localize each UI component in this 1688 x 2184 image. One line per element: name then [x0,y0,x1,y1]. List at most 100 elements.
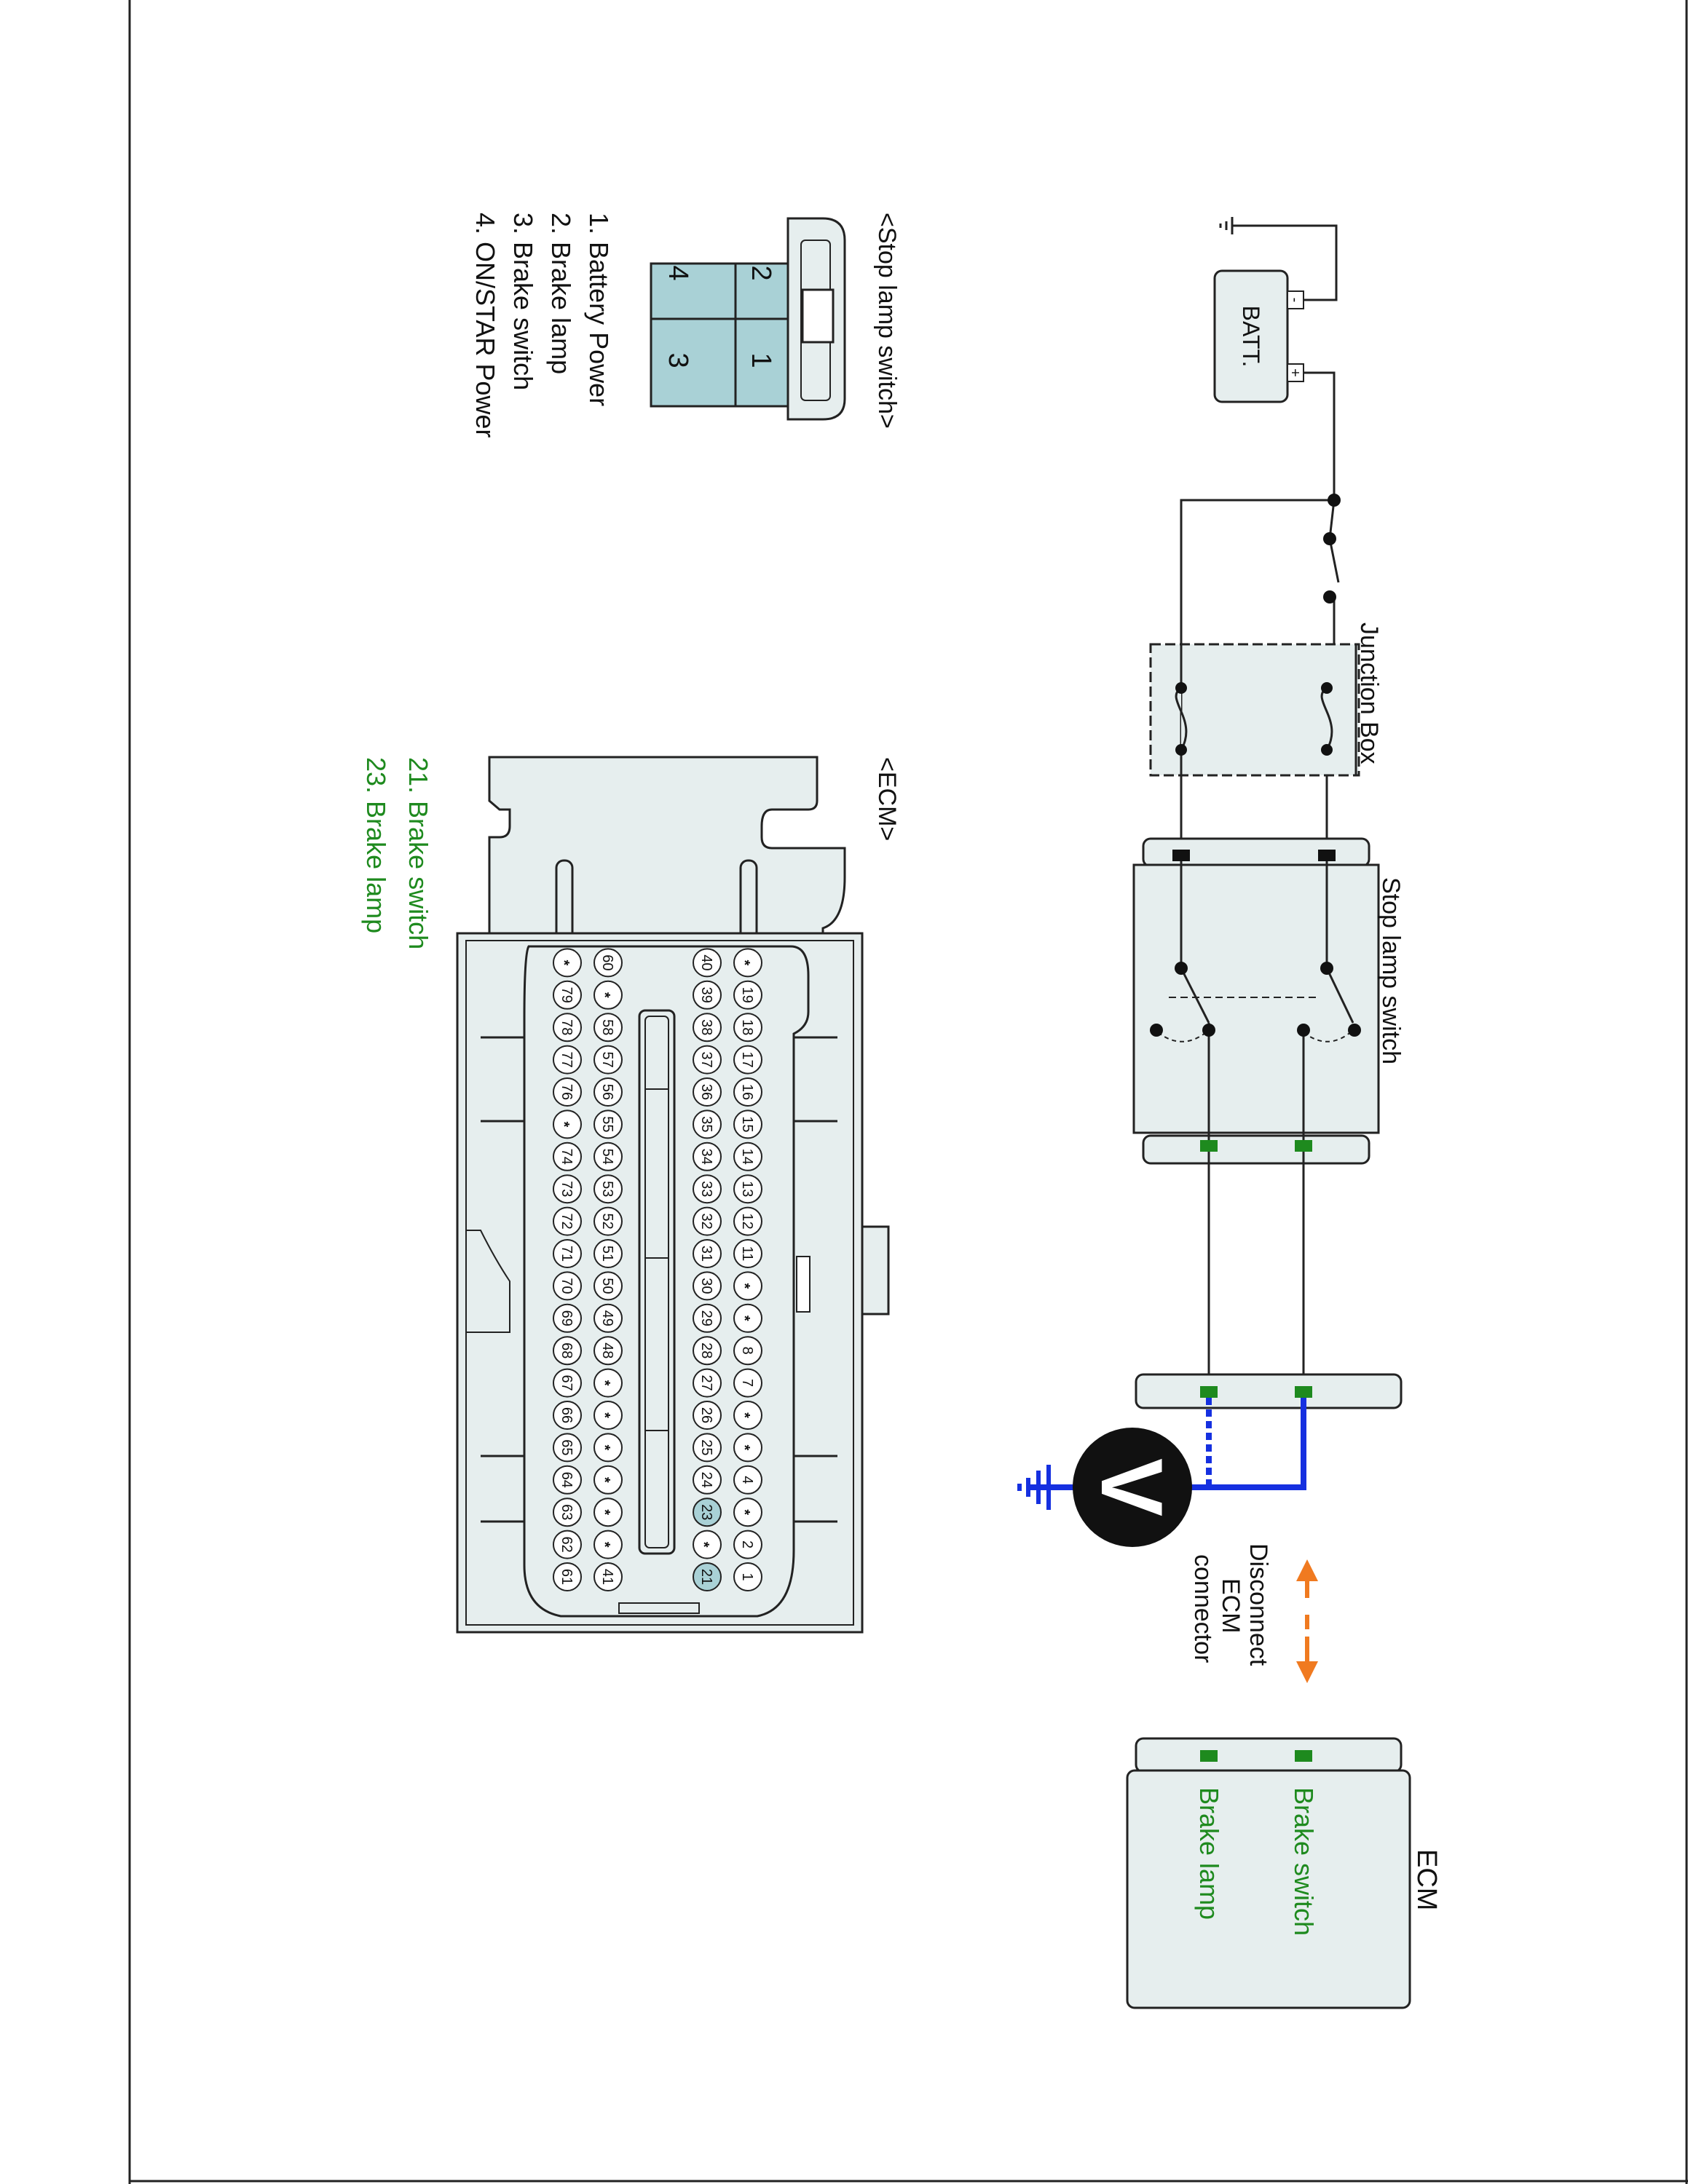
ecm-pin-brake-switch: Brake switch [1289,1787,1319,1936]
ecm-pin-label: 8 [739,1347,755,1355]
ignition-switch-contacts [1323,494,1341,604]
ecm-pin: 67 [553,1368,582,1398]
ecm-pin-label: * [736,1315,752,1321]
ecm-pin-circle [693,1530,722,1559]
ecm-connector-latch [488,756,846,935]
ecm-pin-label: * [596,1445,612,1451]
ecm-pin: 8 [733,1336,762,1366]
ecm-pin-circle [593,1077,623,1107]
ecm-pin: 32 [693,1206,722,1236]
ecm-pin-label: * [736,1445,752,1451]
ecm-pin: 38 [693,1013,722,1042]
ecm-pin-circle [733,1013,762,1042]
ecm-pin-label: 37 [698,1051,714,1067]
ecm-pin-circle [693,1562,722,1591]
ecm-pin-label: 11 [739,1246,755,1262]
ecm-pin-label: 17 [739,1051,755,1067]
ecm-pin-circle [693,1142,722,1171]
ecm-pin-circle [593,1465,623,1495]
ecm-pin-label: * [736,1412,752,1418]
ecm-pin-circle [593,1109,623,1139]
ecm-pin-circle [693,948,722,978]
ecm-pin: 15 [733,1109,762,1139]
ecm-pin-label: * [596,1412,612,1418]
ecm-pin-label: * [556,960,572,966]
ecm-pin: * [733,1401,762,1430]
ecm-pin: 48 [593,1336,623,1366]
ecm-pin-circle [733,1303,762,1333]
switch-to-connector-wires [1207,1152,1305,1394]
ecm-pin: 27 [693,1368,722,1398]
ecm-pin: 78 [553,1013,582,1042]
ecm-pin: * [593,1368,623,1398]
battery-label: BATT. [1238,306,1264,368]
ecm-pin-circle [733,1562,762,1591]
battery: - + BATT. [1213,224,1338,403]
stop-lamp-switch-label: Stop lamp switch [1377,877,1405,1064]
ecm-pin: 64 [553,1465,582,1495]
ecm-pin-circle [693,1433,722,1463]
stop-lamp-connector-title: <Stop lamp switch> [873,213,901,429]
ecm-pin: 21 [693,1562,722,1591]
ecm-pin-label: 51 [599,1246,615,1262]
ecm-pin-label: 53 [599,1181,615,1197]
ecm-pin-label: 40 [698,954,714,970]
ecm-pin-label: 52 [599,1213,615,1229]
ecm-pin-circle [593,1336,623,1366]
ecm-pin-label: 76 [559,1084,575,1100]
ecm-pin-label: 68 [559,1342,575,1358]
ecm-pin: * [593,1497,623,1527]
ecm-pin: 1 [733,1562,762,1591]
ecm-pin-label: 28 [698,1342,714,1358]
connector-cell-3: 3 [663,352,693,368]
ecm-pin: 57 [593,1045,623,1075]
circuit-diagram: - + BATT. Junction Bo [1017,217,1442,2009]
ecm-pin-label: 48 [599,1342,615,1358]
ecm-pin-label: 31 [698,1246,714,1262]
ecm-pin: 52 [593,1206,623,1236]
ecm-pin: 56 [593,1077,623,1107]
ecm-pin-circle [593,1401,623,1430]
ecm-pin: 49 [593,1303,623,1333]
ecm-pin: 60 [593,948,623,978]
ecm-pin: 37 [693,1045,722,1075]
ecm-pin: 73 [553,1174,582,1204]
ecm-pin-circle [553,1013,582,1042]
ecm-pin-circle [693,1013,722,1042]
ecm-pin-circle [593,1530,623,1559]
ecm-pin-label: 35 [698,1116,714,1132]
ecm-pin: 58 [593,1013,623,1042]
ecm-pin-circle [693,1109,722,1139]
ecm-pin: * [593,1433,623,1463]
ecm-pin-label: 15 [739,1116,755,1132]
ecm-pin-label: 71 [559,1246,575,1262]
battery-minus-terminal [1287,290,1304,309]
ecm-pin-circle [553,1271,582,1301]
ecm-pin-label: 24 [698,1472,714,1488]
ecm-pin-label: 63 [559,1504,575,1520]
ecm-pin-label: 26 [698,1407,714,1423]
junction-box: Junction Box [1149,622,1383,777]
ecm-pin-circle [553,1530,582,1559]
ecm-pin-circle [593,1174,623,1204]
ecm-pin: 11 [733,1239,762,1268]
ecm-pin-circle [553,1206,582,1236]
ecm-pin-circle [733,1174,762,1204]
ecm-pin-label: * [556,1122,572,1128]
ecm-pin-label: * [736,1509,752,1515]
ecm-pin-label: 36 [698,1084,714,1100]
ecm-pin-label: 23 [698,1504,714,1520]
ecm-pin-label: 33 [698,1181,714,1197]
ecm-pin-circle [593,1045,623,1075]
ecm-pin-circle [733,1368,762,1398]
ecm-pin: 68 [553,1336,582,1366]
ecm-pin-circle [693,1206,722,1236]
ecm-pin-label: 73 [559,1181,575,1197]
ecm-pin-label: 72 [559,1213,575,1229]
ecm-legend-item: 23. Brake lamp [361,757,391,933]
voltmeter-icon [1073,1428,1192,1547]
ecm-pin: * [693,1530,722,1559]
ecm-pin-circle [593,1206,623,1236]
ecm-pin: 65 [553,1433,582,1463]
